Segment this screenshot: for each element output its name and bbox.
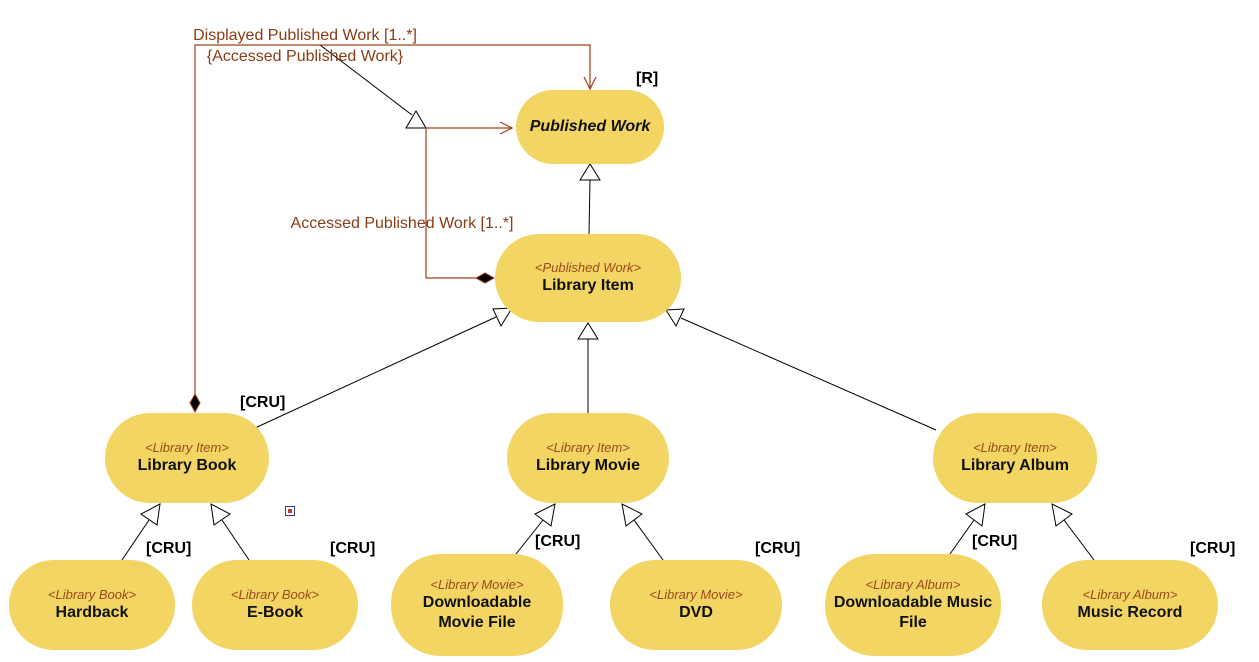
gen-edge-dlmusic-libraryalbum: [949, 519, 975, 555]
label-leader-triangle: [405, 110, 427, 129]
assoc-edge-accessed: [425, 127, 512, 279]
node-hardback[interactable]: <Library Book> Hardback: [9, 560, 175, 650]
permission-badge: [CRU]: [330, 540, 376, 557]
node-stereotype: <Published Work>: [534, 260, 642, 275]
node-downloadable-music-file[interactable]: <Library Album> Downloadable Music File: [825, 554, 1001, 656]
permission-badge: [CRU]: [535, 533, 581, 550]
node-name: Published Work: [529, 118, 651, 135]
gen-edge-hardback-librarybook: [121, 519, 150, 561]
composition-diamond-librarybook: [189, 392, 201, 414]
gen-arrowhead: [665, 308, 685, 328]
gen-edge-dlmovie-librarymovie: [515, 519, 544, 555]
permission-badge: [CRU]: [146, 540, 192, 557]
gen-arrowhead: [621, 503, 643, 527]
assoc-edge-displayed: [194, 44, 591, 394]
gen-arrowhead: [140, 503, 161, 526]
node-stereotype: <Library Item>: [145, 440, 229, 455]
node-stereotype: <Library Movie>: [430, 577, 524, 592]
node-dvd[interactable]: <Library Movie> DVD: [610, 560, 782, 650]
node-library-book[interactable]: <Library Item> Library Book: [105, 413, 269, 503]
node-music-record[interactable]: <Library Album> Music Record: [1042, 560, 1218, 650]
gen-edge-dvd-librarymovie: [633, 519, 664, 561]
node-downloadable-movie-file[interactable]: <Library Movie> Downloadable Movie File: [391, 554, 563, 656]
gen-arrowhead: [534, 503, 556, 527]
edge-label-accessed: Accessed Published Work [1..*]: [290, 215, 514, 232]
node-stereotype: <Library Item>: [973, 440, 1057, 455]
gen-edge-musicrecord-libraryalbum: [1063, 519, 1095, 561]
node-name: Downloadable Music File: [833, 594, 993, 631]
node-stereotype: <Library Movie>: [649, 587, 743, 602]
gen-arrowhead: [492, 307, 513, 328]
gen-arrowhead: [579, 163, 601, 181]
node-library-item[interactable]: <Published Work> Library Item: [495, 234, 681, 322]
generalization-edges: [121, 44, 1095, 561]
node-name: Music Record: [1077, 604, 1183, 621]
assoc-arrowhead-open: [583, 76, 597, 91]
node-stereotype: <Library Book>: [230, 587, 320, 602]
gen-arrowhead: [210, 503, 231, 526]
gen-arrowhead: [577, 322, 599, 340]
permission-badge: [CRU]: [1190, 540, 1236, 557]
composition-diamond-libraryitem: [474, 272, 496, 284]
node-stereotype: <Library Album>: [865, 577, 961, 592]
node-name: Library Item: [542, 277, 634, 294]
node-library-movie[interactable]: <Library Item> Library Movie: [507, 413, 669, 503]
gen-arrowhead: [965, 503, 986, 527]
node-name: E-Book: [247, 604, 303, 621]
anchor-handle-icon[interactable]: [285, 506, 295, 516]
node-name: Downloadable Movie File: [422, 594, 532, 631]
node-name: Library Book: [137, 457, 237, 474]
permission-badge: [CRU]: [972, 533, 1018, 550]
node-name: Library Movie: [535, 457, 641, 474]
assoc-arrowhead-open: [499, 121, 514, 135]
node-name: Library Album: [961, 457, 1069, 474]
label-leader-line: [319, 44, 413, 116]
node-published-work[interactable]: Published Work: [516, 90, 664, 164]
permission-badge: [R]: [636, 70, 659, 87]
edge-label-displayed-line1: Displayed Published Work [1..*]: [193, 27, 417, 44]
node-stereotype: <Library Item>: [546, 440, 630, 455]
gen-edge-libraryalbum-libraryitem: [680, 317, 937, 431]
permission-badge: [CRU]: [755, 540, 801, 557]
gen-arrowhead: [1051, 503, 1073, 527]
node-stereotype: <Library Album>: [1082, 587, 1178, 602]
permission-badge: [CRU]: [240, 394, 286, 411]
edge-label-displayed-line2: {Accessed Published Work}: [206, 48, 404, 65]
gen-edge-libraryitem-publishedwork: [588, 179, 591, 235]
node-name: Hardback: [55, 604, 129, 621]
node-ebook[interactable]: <Library Book> E-Book: [192, 560, 358, 650]
gen-edge-librarybook-libraryitem: [254, 316, 497, 429]
association-edges: [194, 44, 597, 394]
gen-edge-ebook-librarybook: [221, 519, 250, 561]
node-name: DVD: [679, 604, 713, 621]
node-library-album[interactable]: <Library Item> Library Album: [933, 413, 1097, 503]
edge-label-displayed: Displayed Published Work [1..*] {Accesse…: [185, 25, 425, 67]
node-stereotype: <Library Book>: [47, 587, 137, 602]
